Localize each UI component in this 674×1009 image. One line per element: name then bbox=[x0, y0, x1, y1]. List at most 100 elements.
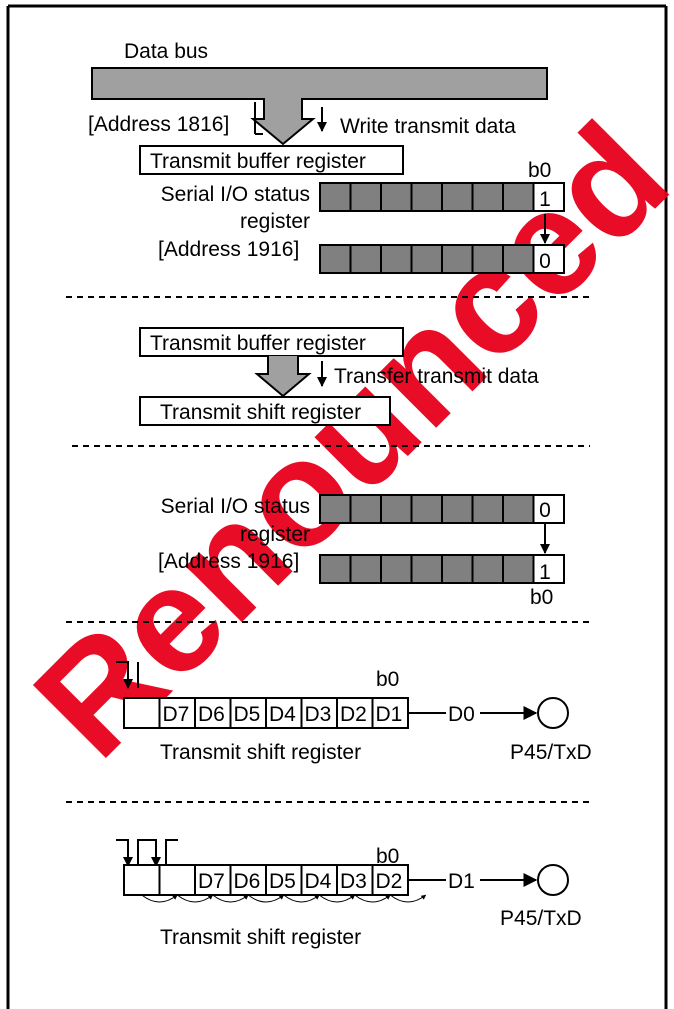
bit-cell bbox=[319, 182, 352, 212]
bit-cell bbox=[471, 554, 504, 584]
bit-cell bbox=[349, 244, 382, 274]
transmit-shift-label: Transmit shift register bbox=[160, 401, 361, 424]
bit-cell bbox=[502, 554, 535, 584]
shift-register-label-2: Transmit shift register bbox=[160, 926, 361, 949]
bit-cell bbox=[319, 244, 352, 274]
status-address-label-b: [Address 1916] bbox=[158, 550, 299, 573]
shift-cell-label: D7 bbox=[163, 703, 190, 726]
bit-cell bbox=[441, 554, 474, 584]
address-18-label: [Address 1816] bbox=[88, 113, 229, 136]
bit-after-value: 0 bbox=[539, 250, 551, 273]
shift-arc bbox=[212, 894, 249, 903]
bit-cell bbox=[319, 554, 352, 584]
txd-pin-2 bbox=[537, 864, 569, 896]
shift-register-label-1: Transmit shift register bbox=[160, 741, 361, 764]
shift-cell bbox=[194, 864, 232, 896]
shift-cell bbox=[123, 864, 161, 896]
transmit-buffer-label-2: Transmit buffer register bbox=[150, 332, 366, 355]
bit-cell bbox=[502, 182, 535, 212]
shift-cell-label: D1 bbox=[376, 703, 403, 726]
shift-cell-label: D2 bbox=[340, 703, 367, 726]
shift-cell bbox=[123, 697, 161, 729]
bit-b0-cell bbox=[532, 554, 565, 584]
bit-cell bbox=[380, 182, 413, 212]
status-register-label-2: register bbox=[240, 210, 310, 233]
bit-cell bbox=[349, 554, 382, 584]
transmit-buffer-register bbox=[139, 145, 404, 175]
shift-cell-label: D3 bbox=[305, 703, 332, 726]
section-write: Data bus [Address 1816] Write transmit d… bbox=[88, 40, 565, 274]
bit-cell bbox=[410, 244, 443, 274]
bit-cell bbox=[502, 494, 535, 524]
clock-pulse-1 bbox=[116, 661, 133, 689]
b0-label-top: b0 bbox=[528, 159, 551, 182]
bit-cell bbox=[471, 182, 504, 212]
transmit-shift-register bbox=[139, 396, 391, 426]
shift-cell-label: D6 bbox=[234, 870, 261, 893]
bit-before-value-b: 0 bbox=[539, 499, 551, 522]
output-bit-2: D1 bbox=[448, 870, 475, 893]
clock-pulse-2 bbox=[116, 839, 133, 867]
shift-arc bbox=[141, 894, 178, 903]
b0-label-mid: b0 bbox=[530, 586, 553, 609]
section-transfer: Transmit buffer register Transfer transm… bbox=[139, 327, 539, 426]
status-register-before-b bbox=[319, 494, 565, 524]
bit-cell bbox=[410, 182, 443, 212]
bit-cell bbox=[380, 494, 413, 524]
b0-label-shift-2: b0 bbox=[376, 845, 399, 868]
shift-cell bbox=[265, 864, 303, 896]
bit-before-value: 1 bbox=[539, 188, 551, 211]
shift-arcs bbox=[141, 894, 427, 903]
shift-arc bbox=[247, 894, 285, 903]
bit-b0-cell bbox=[532, 244, 565, 274]
b0-label-shift-1: b0 bbox=[376, 668, 399, 691]
bit-b0-cell bbox=[532, 494, 565, 524]
status-address-label: [Address 1916] bbox=[158, 238, 299, 261]
status-register-after bbox=[319, 244, 565, 274]
output-bit-1: D0 bbox=[448, 703, 475, 726]
data-bus bbox=[91, 67, 548, 100]
status-register-label-2b: register bbox=[240, 523, 310, 546]
pin-label-1: P45/TxD bbox=[510, 741, 592, 764]
write-transmit-label: Write transmit data bbox=[340, 115, 516, 138]
bit-cell bbox=[502, 244, 535, 274]
transmit-buffer-label: Transmit buffer register bbox=[150, 150, 366, 173]
status-register-before bbox=[319, 182, 565, 212]
bit-after-value-b: 1 bbox=[539, 561, 551, 584]
bit-cell bbox=[441, 494, 474, 524]
write-arrow bbox=[250, 99, 316, 146]
data-bus-label: Data bus bbox=[124, 40, 208, 63]
shift-cell bbox=[371, 864, 409, 896]
status-register-after-b bbox=[319, 554, 565, 584]
frame bbox=[6, 4, 668, 1009]
shift-arc bbox=[318, 894, 356, 903]
shift-arc bbox=[176, 894, 214, 903]
shift-cell bbox=[336, 864, 374, 896]
bit-cell bbox=[441, 244, 474, 274]
shift-cell-label: D5 bbox=[269, 870, 296, 893]
bit-cell bbox=[349, 182, 382, 212]
bit-cell bbox=[471, 244, 504, 274]
txd-pin-1 bbox=[537, 697, 569, 729]
data-bus-outlet bbox=[265, 97, 301, 101]
shift-cell-label: D4 bbox=[269, 703, 296, 726]
shift-cell-label: D7 bbox=[198, 870, 225, 893]
section-status-set: Serial I/O status register [Address 1916… bbox=[158, 494, 565, 609]
shift-cell-label: D6 bbox=[198, 703, 225, 726]
shift-cell bbox=[158, 864, 196, 896]
shift-cell-label: D2 bbox=[376, 870, 403, 893]
shift-arc bbox=[354, 894, 391, 903]
shift-arc bbox=[283, 894, 320, 903]
bit-cell bbox=[410, 494, 443, 524]
bit-b0-cell bbox=[532, 182, 565, 212]
shift-arc bbox=[389, 894, 427, 903]
pin-label-2: P45/TxD bbox=[500, 907, 582, 930]
shift-cell-label: D3 bbox=[340, 870, 367, 893]
status-register-label-1b: Serial I/O status bbox=[161, 495, 310, 518]
bit-cell bbox=[410, 554, 443, 584]
